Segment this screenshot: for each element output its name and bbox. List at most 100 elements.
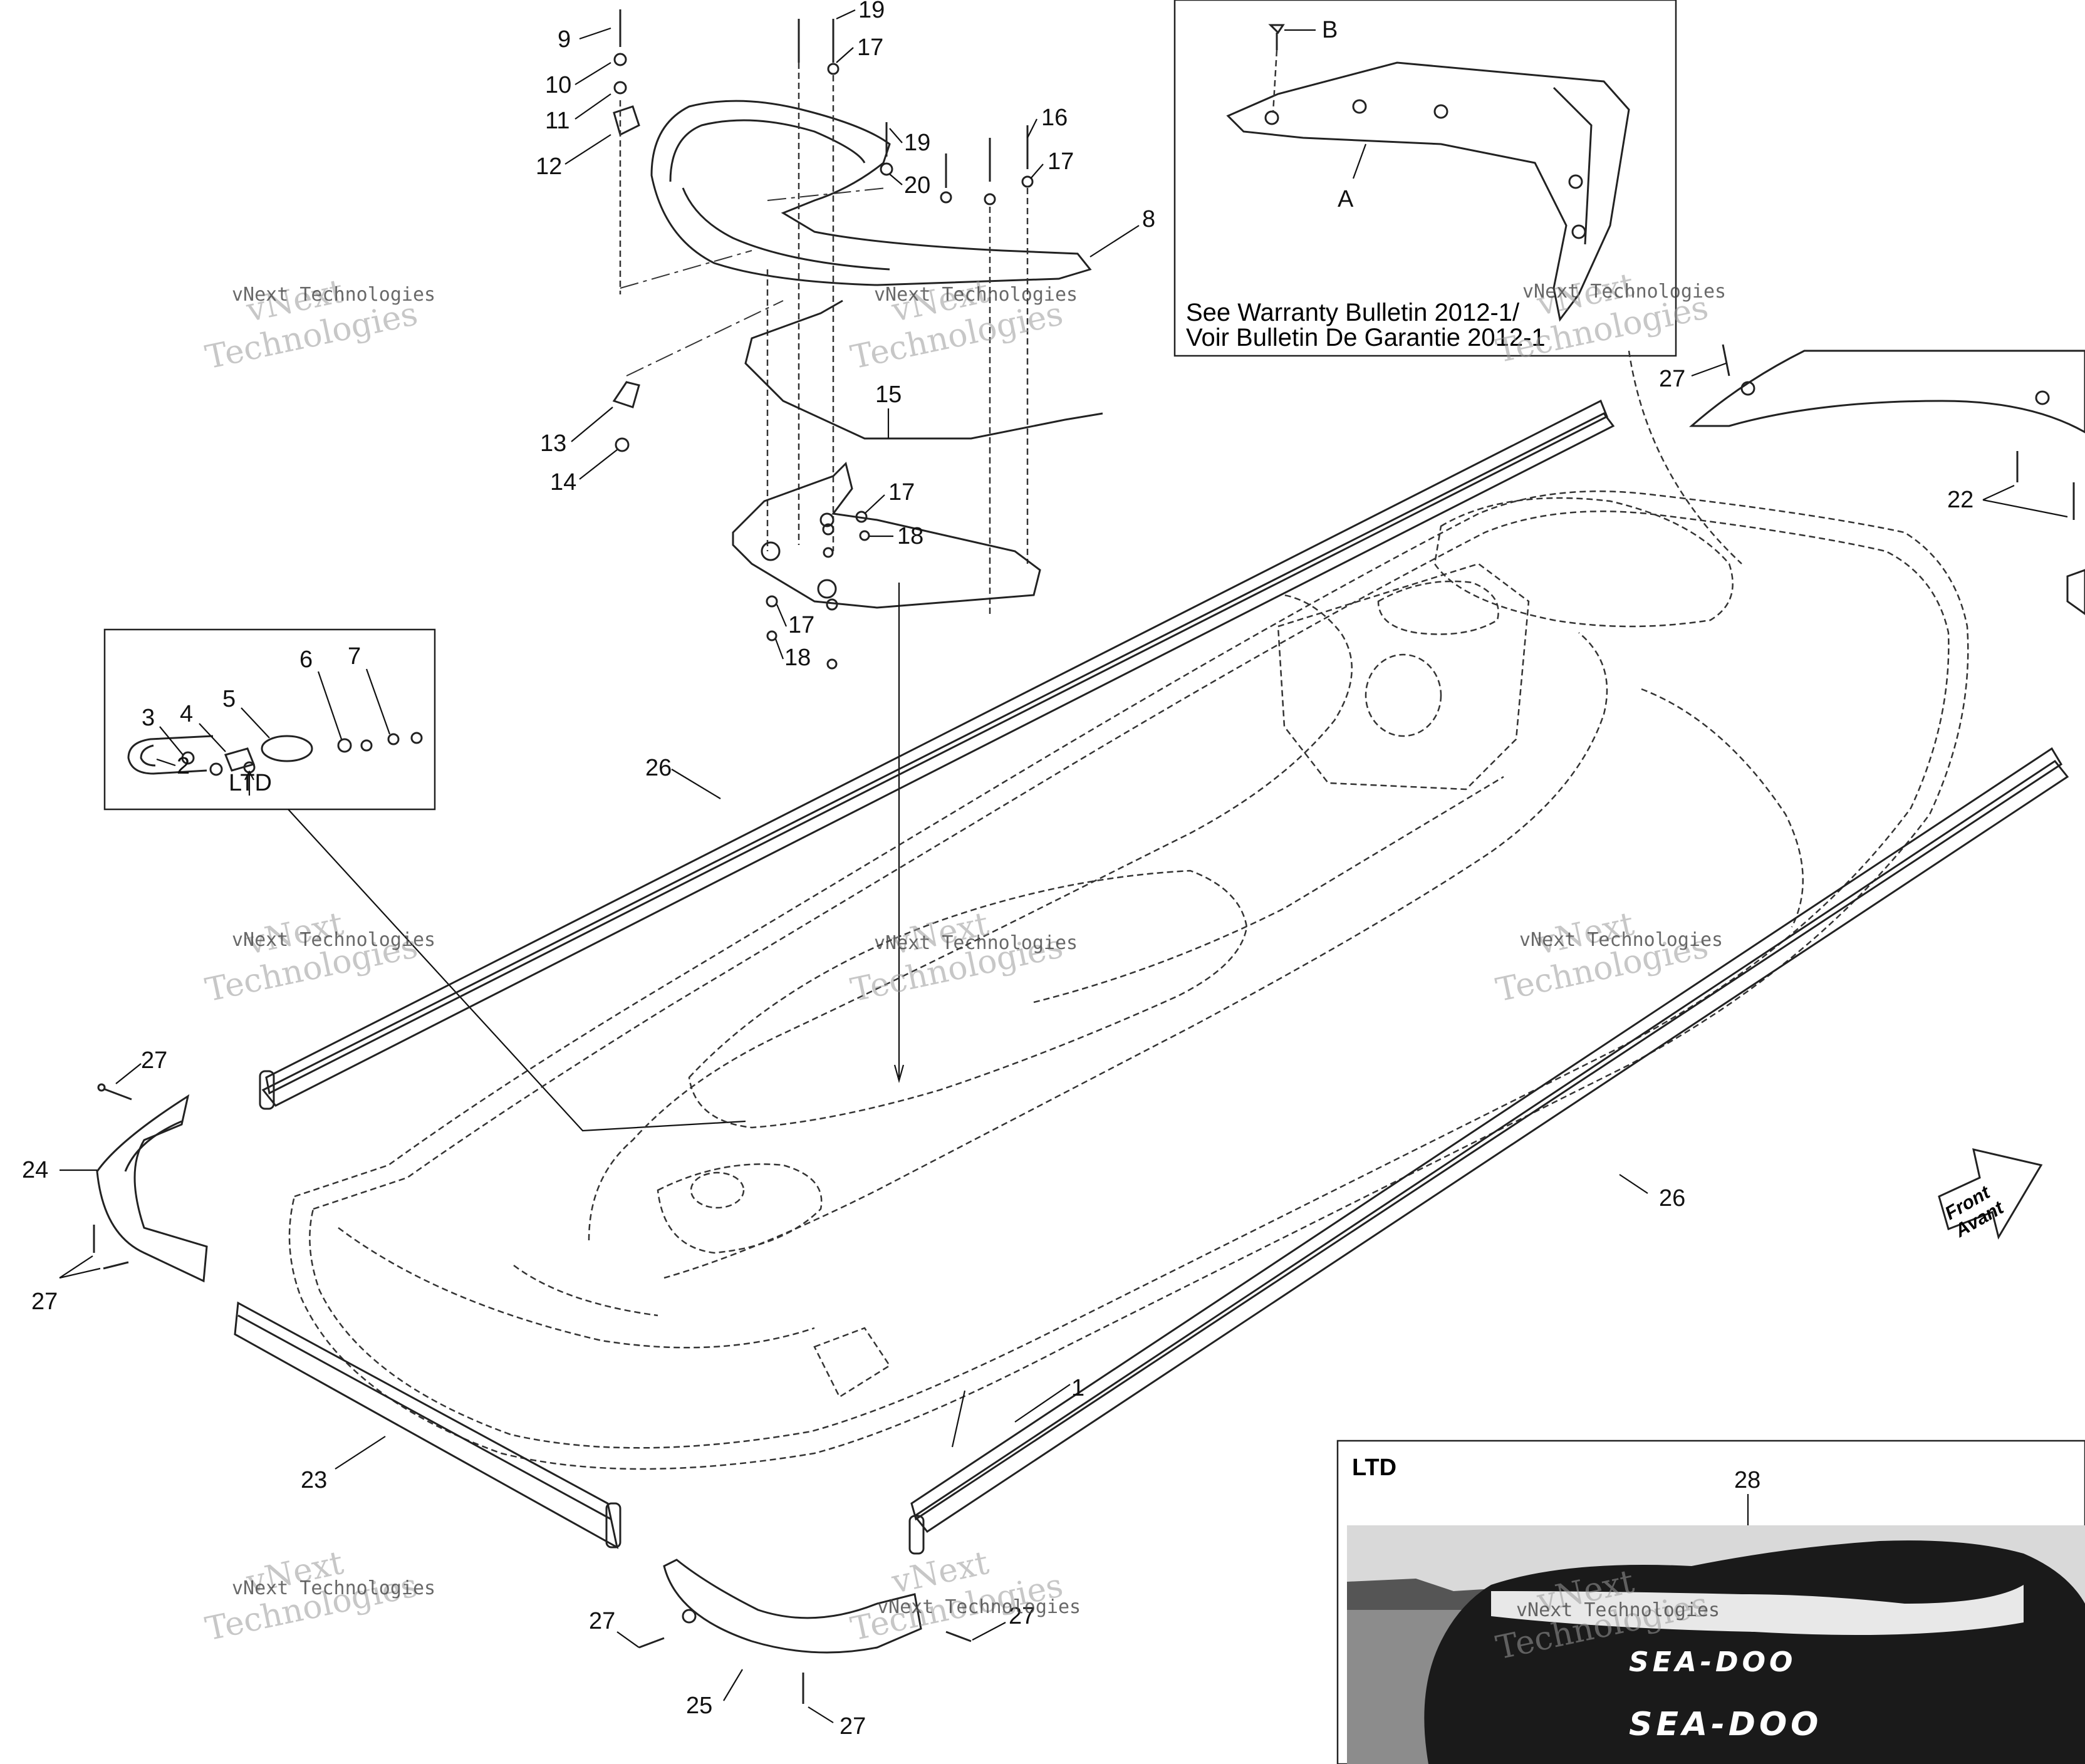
part-20-washer [880,162,893,176]
callout-27f: 27 [1659,366,1685,392]
watermark-small: vNext Technologies [877,1596,1081,1618]
leader-4 [199,723,226,752]
callout-22: 22 [1947,487,1973,513]
hull-bow-dash [1433,497,1734,628]
callout-5: 5 [222,686,236,712]
hull-gauge-pod [1377,580,1499,635]
ltd-inset-label: LTD [229,770,272,796]
part-18-nut [859,530,870,541]
callout-28: 28 [1734,1467,1760,1493]
leader-19a [836,9,856,19]
callout-15: 15 [875,381,902,408]
part-27-screw [103,1087,132,1101]
warranty-note-line1: See Warranty Bulletin 2012-1/ [1186,299,1520,326]
part-26-left-strip [261,412,1615,1107]
hull-outer-outline [288,490,1969,1470]
ltd-inset-frame [103,628,436,811]
hull-seat-left-edge [588,594,1353,1241]
watermark-small: vNext Technologies [1516,1599,1720,1621]
part-a-hole [1264,110,1279,125]
plate-hole [817,579,837,599]
leader-5 [241,707,270,739]
callout-6: 6 [299,646,313,673]
leader-14 [579,449,618,480]
warranty-note-line2: Voir Bulletin De Garantie 2012-1 [1186,324,1546,351]
front-direction-arrow: Front Avant [1938,1148,2043,1242]
part-a-hole [1571,224,1586,239]
hull-rear-step [657,1163,823,1254]
part-11-washer [613,81,627,95]
part-14-nut [615,437,630,452]
leader-17c [864,494,885,514]
leader-7 [365,668,391,735]
callout-3: 3 [142,705,155,731]
part-26-left-strip-top [265,399,1608,1095]
part-2-hook [127,735,214,775]
hull-hatch-opening [1365,653,1442,737]
part-17-washer [826,598,838,611]
hull-drain-plug [690,1171,745,1209]
callout-4: 4 [180,701,193,727]
part-7-nut [387,733,400,745]
cover-brand-front: SEA-DOO [1629,1706,1822,1743]
leader-1b [951,1390,966,1448]
leader-26a [671,769,721,799]
leader-26b [1619,1174,1648,1194]
part-17-washer [1021,175,1034,188]
callout-b: B [1322,17,1338,43]
part-a-hole [1352,99,1367,114]
ltd-cover-frame [1336,1440,2085,1764]
part-a-edge [1552,86,1593,245]
ltd-cover-label: LTD [1352,1455,1396,1481]
hull-side-sponson [1641,688,1804,928]
leader-17a [836,47,854,63]
callout-17c: 17 [888,479,915,506]
corner-piece-bottom: 25 27 27 27 [589,1559,1035,1740]
watermarks: vNext Technologies vNext Technologies vN… [202,266,1726,1667]
part-24-edge [124,1120,182,1172]
callout-27d: 27 [1009,1603,1035,1629]
leader-20 [889,174,903,185]
leader-27d [972,1622,1006,1641]
hull-storage-hatch [1277,563,1530,791]
part-6-washer [337,738,352,753]
part-5-plate [261,735,313,762]
leader-25 [723,1669,743,1701]
assembly-line [620,250,752,289]
part-23-rear-bumper [234,1301,619,1549]
leader-23 [335,1436,386,1470]
arrowhead [244,770,254,781]
front-arrow-shape [1938,1148,2043,1240]
part-17-washer [984,193,996,205]
part-18-nut [766,630,777,641]
part-27-screw [638,1637,665,1649]
watermark-small: vNext Technologies [232,284,435,306]
leader-ltd-to-hull [288,809,746,1132]
hull-rear-grate [813,1327,891,1398]
arrowhead [893,1064,905,1084]
part-26-right-strip-end [908,1515,925,1555]
watermark-small: vNext Technologies [874,932,1078,954]
part-right-fragment [2066,569,2085,615]
callout-11: 11 [545,108,569,134]
corner-piece-right: 27 22 [1659,344,2085,615]
watermark-small: vNext Technologies [232,929,435,951]
leader-18b [774,638,784,660]
part-a-bracket [1226,61,1630,322]
part-a-hole [1433,104,1448,119]
callout-27b: 27 [31,1289,58,1315]
callout-19b: 19 [904,130,930,156]
callout-26b: 26 [1659,1185,1685,1211]
part-2-hook-inner [140,744,156,767]
leader-17d [776,604,788,627]
part-3-washer [181,751,195,765]
hull-deck-line [338,1227,815,1349]
callout-a: A [1338,186,1354,212]
callout-27a: 27 [141,1047,167,1074]
part-17-washer [855,511,868,523]
part-18-nut [826,658,838,670]
part-17-washer [827,63,840,75]
leader-13 [571,407,613,442]
leader-27e [808,1706,834,1723]
part-26-right-strip [913,759,2069,1533]
